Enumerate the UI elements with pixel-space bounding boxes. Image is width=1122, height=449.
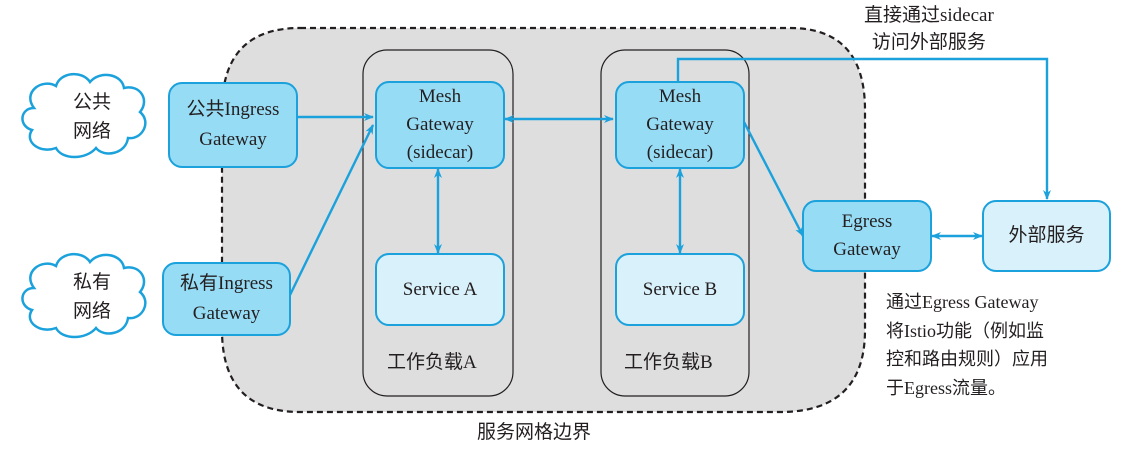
egress-note-line1: 通过Egress Gateway xyxy=(886,292,1039,312)
egress-note-line4: 于Egress流量。 xyxy=(886,377,1006,398)
public-network-label: 公共 网络 xyxy=(62,88,122,146)
workload-b-label: 工作负载B xyxy=(624,352,713,373)
private-network-line1: 私有 xyxy=(72,272,111,293)
mesh-b-direct-to-external xyxy=(676,57,1051,200)
mesh-gw-b-line2: Gateway xyxy=(646,114,714,135)
private-ingress-line2: Gateway xyxy=(192,303,261,324)
mesh-gateway-b[interactable]: Mesh Gateway (sidecar) xyxy=(615,81,745,169)
workload-a-label: 工作负载A xyxy=(387,352,477,373)
sidecar-note-line2: 访问外部服务 xyxy=(871,32,986,53)
mesh-gw-b-line3: (sidecar) xyxy=(646,142,714,163)
egress-gw-line1: Egress xyxy=(841,211,893,232)
private-network-label: 私有 网络 xyxy=(62,268,122,326)
service-a[interactable]: Service A xyxy=(375,253,505,326)
service-a-label: Service A xyxy=(402,278,478,300)
public-network-line2: 网络 xyxy=(72,121,111,142)
sidecar-direct-note: 直接通过sidecar 访问外部服务 xyxy=(864,2,994,56)
public-ingress-line2: Gateway xyxy=(199,129,267,150)
mesh-gw-b-line1: Mesh xyxy=(658,86,702,107)
mesh-gateway-a[interactable]: Mesh Gateway (sidecar) xyxy=(375,81,505,169)
egress-note: 通过Egress Gateway 将Istio功能（例如监 控和路由规则）应用 … xyxy=(886,288,1048,402)
workload-a-container xyxy=(362,49,514,397)
mesh-gw-a-line3: (sidecar) xyxy=(406,142,474,163)
sidecar-note-line1: 直接通过sidecar xyxy=(864,5,994,26)
mesh-b-to-egress xyxy=(742,121,805,237)
external-service-label: 外部服务 xyxy=(1008,225,1085,246)
mesh-boundary xyxy=(220,26,867,414)
workload-b-container xyxy=(600,49,750,397)
egress-gateway[interactable]: Egress Gateway xyxy=(802,200,932,272)
service-b-label: Service B xyxy=(642,278,718,300)
public-ingress-gateway[interactable]: 公共Ingress Gateway xyxy=(168,82,298,168)
public-network-line1: 公共 xyxy=(72,92,111,113)
egress-note-line2: 将Istio功能（例如监 xyxy=(886,320,1045,341)
private-ingress-to-mesh-a xyxy=(288,124,375,296)
mesh-gw-a-line2: Gateway xyxy=(406,114,474,135)
public-network-cloud xyxy=(21,73,147,159)
service-b[interactable]: Service B xyxy=(615,253,745,326)
mesh-boundary-label: 服务网格边界 xyxy=(477,422,592,443)
private-network-cloud xyxy=(21,253,147,339)
egress-note-line3: 控和路由规则）应用 xyxy=(886,349,1048,369)
private-ingress-line1: 私有Ingress xyxy=(180,273,273,294)
private-network-line2: 网络 xyxy=(72,301,111,322)
egress-gw-line2: Gateway xyxy=(833,239,901,260)
private-ingress-gateway[interactable]: 私有Ingress Gateway xyxy=(162,262,291,336)
mesh-gw-a-line1: Mesh xyxy=(418,86,462,107)
public-ingress-line1: 公共Ingress xyxy=(186,99,280,120)
external-service[interactable]: 外部服务 xyxy=(982,200,1111,272)
